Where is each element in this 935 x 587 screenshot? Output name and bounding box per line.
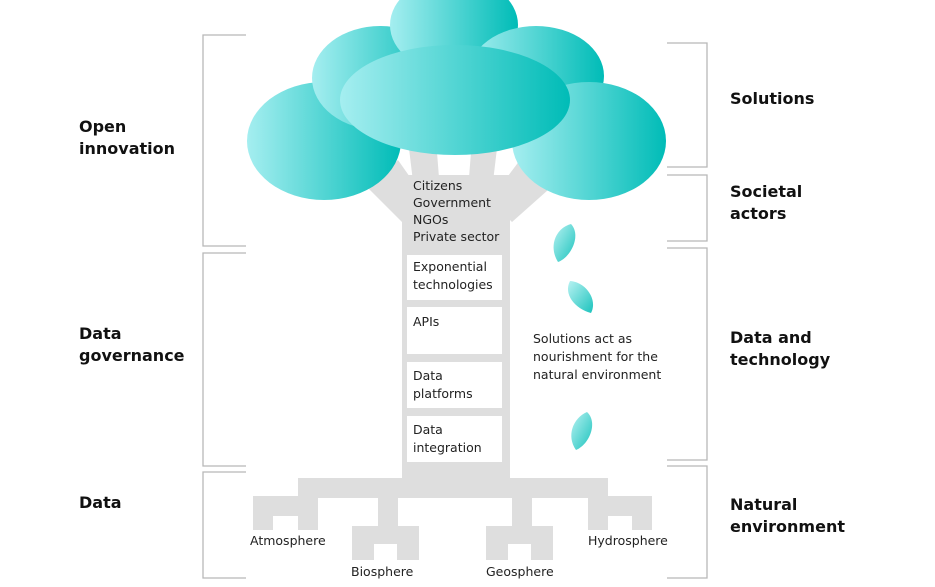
leaves: [553, 224, 594, 450]
left-brackets: [202, 34, 246, 579]
bracket-open-innovation: [202, 34, 246, 247]
societal-actors-list: Citizens Government NGOs Private sector: [413, 178, 500, 244]
label-data-and-technology: Data and technology: [730, 328, 831, 369]
label-open-innovation: Open innovation: [79, 117, 175, 158]
bracket-data: [202, 471, 246, 579]
label-data-governance: Data governance: [79, 324, 185, 365]
box-exponential-technologies: Exponential technologies: [413, 259, 493, 292]
bracket-societal-actors: [667, 174, 708, 242]
root-label-hydrosphere: Hydrosphere: [588, 533, 668, 548]
box-data-integration: Data integration: [413, 422, 482, 455]
bracket-solutions: [667, 42, 708, 168]
leaf-icon: [553, 224, 576, 262]
canopy: [247, 0, 666, 200]
root-label-geosphere: Geosphere: [486, 564, 554, 579]
leaf-icon: [571, 412, 593, 450]
root-label-biosphere: Biosphere: [351, 564, 414, 579]
bracket-natural-environment: [667, 465, 708, 579]
nourishment-note: Solutions act as nourishment for the nat…: [533, 331, 662, 382]
bracket-data-technology: [667, 247, 708, 461]
box-data-platforms: Data platforms: [413, 368, 473, 401]
box-apis: APIs: [413, 314, 440, 329]
root-base: [298, 478, 608, 498]
label-data: Data: [79, 493, 122, 512]
leaf-icon: [567, 281, 594, 313]
bracket-data-governance: [202, 252, 246, 467]
trunk-boxes: [407, 255, 502, 462]
label-natural-environment: Natural environment: [730, 495, 845, 536]
right-brackets: [667, 42, 708, 579]
root-label-atmosphere: Atmosphere: [250, 533, 326, 548]
label-societal-actors: Societal actors: [730, 182, 803, 223]
label-solutions: Solutions: [730, 89, 815, 108]
